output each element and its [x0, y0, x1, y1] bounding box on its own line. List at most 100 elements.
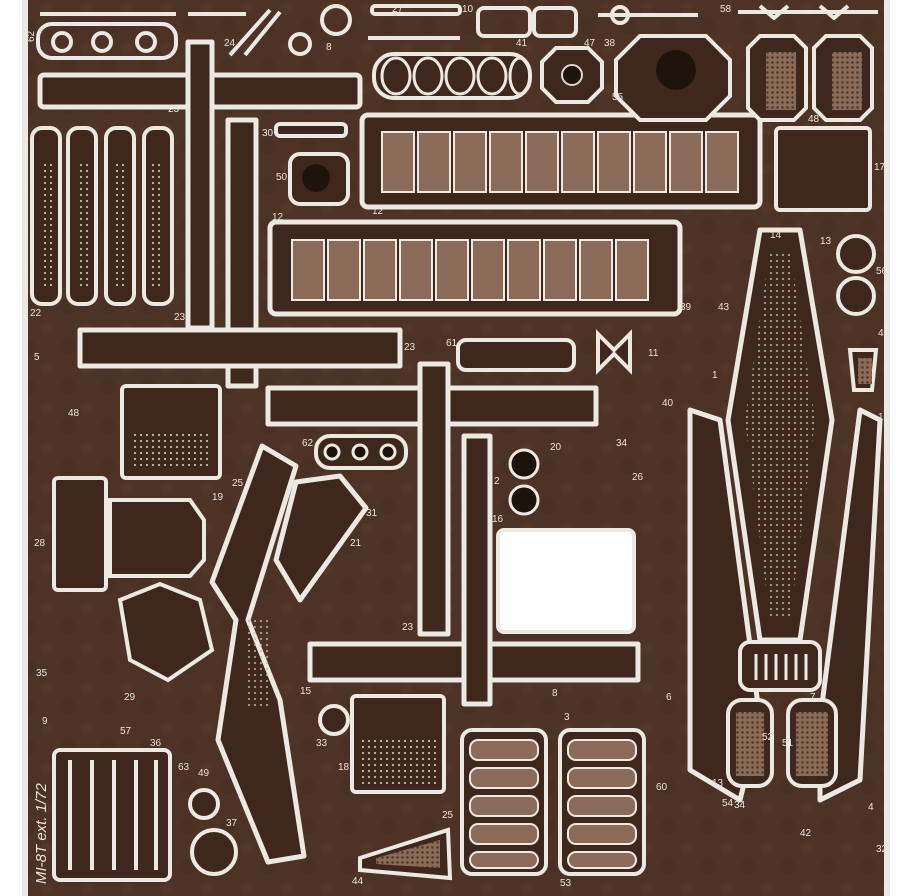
part-num-55: 55 — [612, 92, 624, 103]
part-strut-brace — [273, 473, 369, 603]
part-23-bar-vert-a — [185, 39, 215, 331]
part-num-56: 56 — [876, 266, 888, 277]
part-num-25a: 25 — [232, 478, 244, 489]
part-num-4: 4 — [868, 802, 874, 813]
part-56-ring-upper — [836, 234, 876, 274]
part-num-52: 52 — [762, 732, 774, 743]
part-61-comb — [456, 338, 576, 372]
part-num-43: 43 — [718, 302, 730, 313]
part-num-40: 40 — [662, 398, 674, 409]
part-41 — [532, 6, 578, 38]
part-30-strip — [274, 122, 348, 138]
part-num-8a: 8 — [326, 42, 332, 53]
part-num-41: 41 — [516, 38, 528, 49]
part-num-14b: 14 — [878, 412, 890, 423]
part-56-ring-lower — [836, 276, 876, 316]
part-num-17: 17 — [874, 162, 886, 173]
part-num-16: 16 — [492, 514, 504, 525]
part-num-23b: 23 — [404, 342, 416, 353]
part-num-48b: 48 — [68, 408, 80, 419]
part-num-12a: 12 — [372, 206, 384, 217]
part-num-33: 33 — [316, 738, 328, 749]
part-num-13a: 13 — [820, 236, 832, 247]
part-num-23c: 23 — [402, 622, 414, 633]
part-num-49: 49 — [198, 768, 210, 779]
part-num-15: 15 — [300, 686, 312, 697]
part-num-23a: 23 — [174, 312, 186, 323]
part-num-47: 47 — [584, 38, 596, 49]
part-28-body — [108, 498, 206, 578]
part-23-vert-right — [417, 361, 451, 637]
part-num-13b: 13 — [712, 778, 724, 789]
fret-edge — [22, 0, 28, 896]
part-37-gear — [190, 828, 238, 876]
part-num-5: 5 — [34, 352, 40, 363]
part-num-10: 10 — [462, 4, 474, 15]
kit-title: MI-8T ext. 1/72 — [33, 782, 50, 884]
part-num-42: 42 — [800, 828, 812, 839]
part-num-28: 28 — [34, 538, 46, 549]
part-num-32: 32 — [876, 844, 888, 855]
part-28-frame — [52, 476, 108, 592]
part-38 — [598, 5, 698, 25]
part-num-9: 9 — [42, 716, 48, 727]
part-num-26: 26 — [632, 472, 644, 483]
part-num-19: 19 — [212, 492, 224, 503]
part-num-34a: 34 — [616, 438, 628, 449]
part-num-36: 36 — [150, 738, 162, 749]
part-49-ring — [188, 788, 220, 820]
part-num-37: 37 — [226, 818, 238, 829]
part-num-62b: 62 — [302, 438, 314, 449]
part-num-24: 24 — [224, 38, 236, 49]
part-num-27: 27 — [392, 4, 404, 15]
part-num-2: 2 — [494, 476, 500, 487]
part-num-29: 29 — [124, 692, 136, 703]
part-24 — [228, 8, 282, 57]
part-num-30: 30 — [262, 128, 274, 139]
part-23-bar-mid — [77, 327, 403, 369]
part-num-8b: 8 — [552, 688, 558, 699]
part-num-62a: 62 — [26, 30, 37, 42]
part-num-3: 3 — [564, 712, 570, 723]
part-num-34b: 34 — [734, 800, 746, 811]
part-num-20: 20 — [550, 442, 562, 453]
part-7-grille — [738, 640, 822, 692]
part-62-chain — [36, 22, 178, 60]
part-num-57: 57 — [120, 726, 132, 737]
part-num-58: 58 — [720, 4, 732, 15]
part-10 — [476, 6, 532, 38]
part-num-12b: 12 — [272, 212, 284, 223]
part-num-31: 31 — [366, 508, 378, 519]
part-num-51: 51 — [782, 738, 794, 749]
part-11-butterfly — [596, 329, 632, 375]
part-num-22: 22 — [30, 308, 42, 319]
part-num-38: 38 — [604, 38, 616, 49]
part-num-11: 11 — [648, 348, 659, 359]
part-num-61: 61 — [446, 338, 458, 349]
part-15-ring — [318, 704, 350, 736]
part-rotor-hub — [117, 581, 215, 683]
part-num-45: 45 — [878, 328, 890, 339]
part-num-53: 53 — [560, 878, 572, 889]
part-num-23d: 23 — [168, 104, 180, 115]
part-num-54: 54 — [722, 798, 734, 809]
part-num-6: 6 — [666, 692, 672, 703]
part-num-25b: 25 — [442, 810, 454, 821]
part-num-14a: 14 — [770, 230, 782, 241]
part-num-60: 60 — [656, 782, 668, 793]
part-num-39: 39 — [680, 302, 692, 313]
part-num-63: 63 — [178, 762, 190, 773]
part-num-35: 35 — [36, 668, 48, 679]
part-14-strip-lower-right — [817, 407, 883, 803]
part-num-18: 18 — [338, 762, 350, 773]
part-8-ring — [288, 32, 312, 56]
part-20-window — [496, 528, 636, 634]
part-17-panel — [774, 126, 872, 212]
part-num-21: 21 — [350, 538, 362, 549]
part-num-50: 50 — [276, 172, 288, 183]
part-23-vert-low — [461, 433, 493, 707]
part-num-7: 7 — [810, 692, 816, 703]
part-num-1: 1 — [712, 370, 718, 381]
part-num-48a: 48 — [808, 114, 820, 125]
